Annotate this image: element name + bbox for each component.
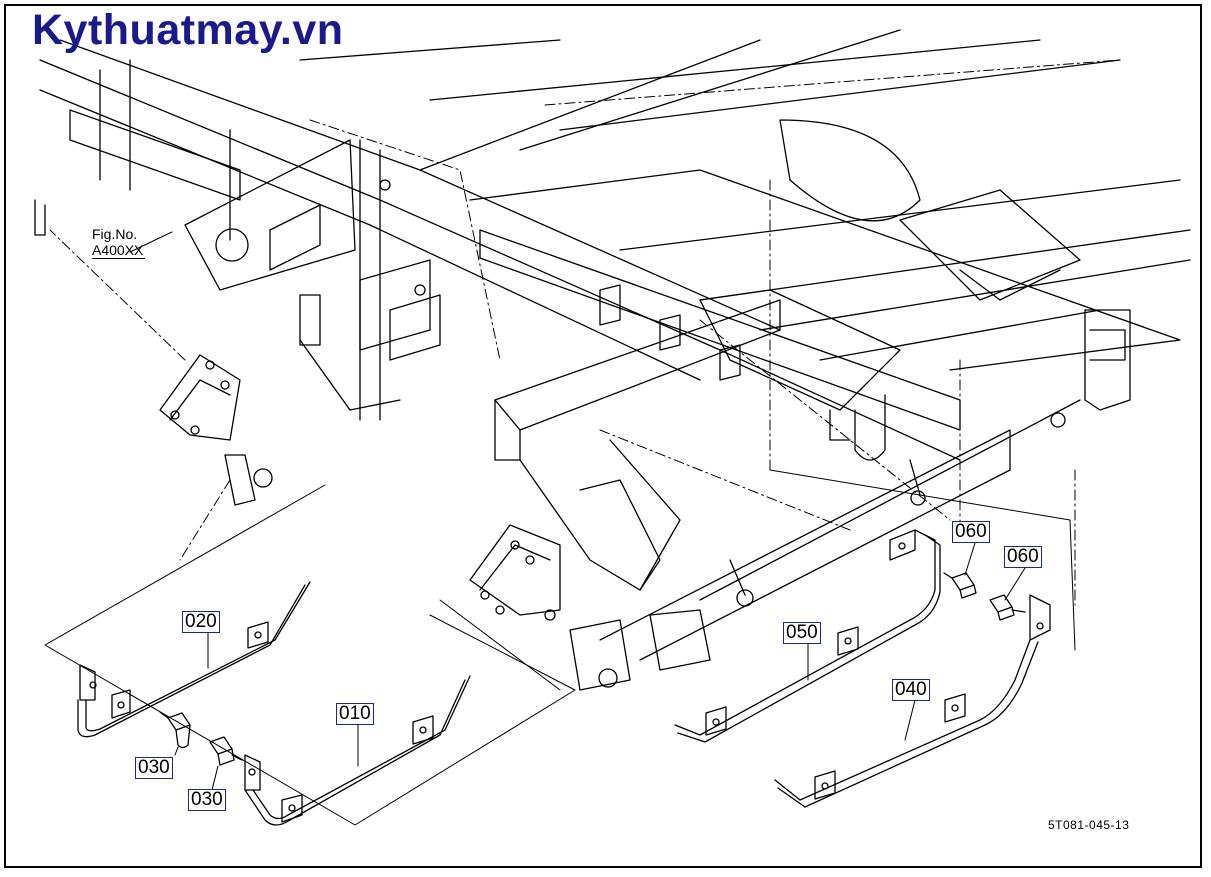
callout-030-right[interactable]: 030	[188, 789, 226, 811]
callout-060-lower[interactable]: 060	[1004, 546, 1042, 568]
callout-050[interactable]: 050	[783, 622, 821, 644]
bolt-030-right	[209, 736, 243, 766]
bolt-060-upper	[943, 572, 977, 599]
drawing-frame	[4, 4, 1202, 868]
watermark-logo: Kythuatmay.vn	[32, 6, 344, 54]
callout-020[interactable]: 020	[182, 611, 220, 633]
view-boundary-lines	[44, 469, 1076, 826]
bolt-060-lower	[989, 594, 1026, 621]
drawing-number: 5T081-045-13	[1048, 818, 1130, 832]
part-020-stay	[77, 581, 311, 738]
part-050-stay	[674, 529, 941, 743]
callout-060-upper[interactable]: 060	[952, 521, 990, 543]
figure-reference-number: A400XX	[92, 242, 146, 259]
part-040-stay	[774, 594, 1051, 808]
callout-040[interactable]: 040	[892, 679, 930, 701]
leader-lines	[129, 231, 1026, 791]
chassis-frame-assembly	[34, 29, 1191, 691]
callout-030-left[interactable]: 030	[135, 757, 173, 779]
part-010-stay	[244, 675, 471, 826]
dashed-center-lines	[49, 59, 1121, 606]
figure-reference-label: Fig.No.	[92, 226, 138, 242]
figure-reference: Fig.No. A400XX	[92, 226, 146, 259]
bolt-030-left	[159, 711, 191, 749]
callout-010[interactable]: 010	[336, 703, 374, 725]
